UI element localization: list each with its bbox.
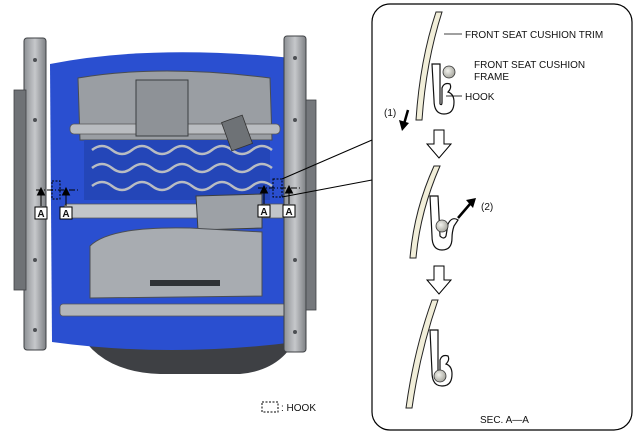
section-mark-4: A: [285, 207, 292, 218]
frame-ball-3: [433, 369, 447, 383]
hook-legend-label: : HOOK: [281, 403, 316, 414]
section-mark-2: A: [62, 209, 69, 220]
trim-strip-3: [405, 299, 439, 409]
detail-leader-lower: [281, 179, 373, 198]
pan-slot: [150, 280, 220, 286]
trim-strip-2: [409, 165, 441, 259]
lower-pan: [89, 227, 263, 299]
detail-leader-upper: [281, 139, 373, 180]
callout-hook: HOOK: [465, 92, 495, 103]
arrow-step1: [402, 109, 410, 125]
stage-1: (1) FRONT SEAT CUSHION TRIM FRONT SEAT C…: [384, 11, 603, 131]
arrow-step2: [457, 203, 471, 219]
hook-1: [431, 63, 455, 115]
hook-legend-symbol: [261, 401, 279, 413]
stage-2: (2): [409, 165, 493, 259]
step2-label: (2): [481, 202, 493, 213]
zigzag-springs: [91, 144, 273, 192]
harness-bracket: [135, 79, 189, 137]
callout-frame-2: FRAME: [474, 72, 509, 83]
section-detail-panel: (1) FRONT SEAT CUSHION TRIM FRONT SEAT C…: [371, 3, 633, 431]
side-motor-unit: [195, 193, 263, 231]
harness-connector: [221, 114, 253, 152]
callout-trim: FRONT SEAT CUSHION TRIM: [465, 30, 603, 41]
step1-label: (1): [384, 108, 396, 119]
flow-arrow-1: [425, 129, 453, 159]
seat-cushion-illustration: A A A A: [13, 35, 373, 374]
left-rail-outer: [13, 89, 27, 291]
frame-ball-1: [442, 65, 456, 79]
right-side-rail: [283, 35, 307, 353]
stage-3: [405, 299, 453, 409]
hook-2: [429, 195, 459, 251]
callout-frame-1: FRONT SEAT CUSHION: [474, 60, 585, 71]
section-arrows: [36, 184, 294, 206]
section-mark-1: A: [37, 209, 44, 220]
rail-holes: [33, 56, 297, 334]
section-mark-3: A: [260, 207, 267, 218]
hook-legend: : HOOK: [261, 401, 316, 414]
section-title: SEC. A—A: [480, 415, 529, 426]
right-rail-outer: [305, 99, 317, 311]
front-cross-bar: [59, 303, 293, 317]
flow-arrow-2: [425, 265, 453, 295]
frame-ball-2: [435, 219, 449, 233]
trim-strip-1: [415, 11, 443, 121]
section-mark-boxes: [34, 204, 296, 220]
